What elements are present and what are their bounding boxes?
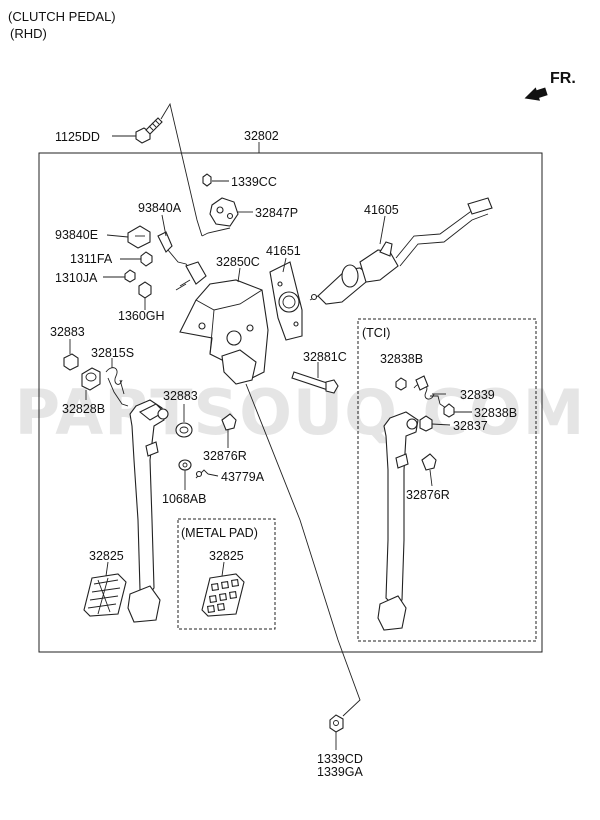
label-1339GA: 1339GA	[317, 765, 364, 779]
label-32838B-upper: 32838B	[380, 352, 423, 366]
label-32876R-center: 32876R	[203, 449, 247, 463]
label-1360GH: 1360GH	[118, 309, 165, 323]
switch-93840E	[127, 225, 151, 249]
leader-32825-metal	[221, 561, 225, 577]
label-32883-left: 32883	[50, 325, 85, 339]
metal-pad-box	[177, 518, 276, 630]
label-32881C: 32881C	[303, 350, 347, 364]
label-32876R-tci: 32876R	[406, 488, 450, 502]
label-32815S: 32815S	[91, 346, 134, 360]
leader-32837	[431, 423, 451, 426]
leader-32876R-tci	[429, 469, 433, 487]
tci-box	[357, 318, 537, 642]
label-1125DD: 1125DD	[55, 130, 100, 144]
leader-bracket	[201, 227, 231, 237]
metal-pad-box-label: (METAL PAD)	[181, 526, 258, 540]
label-1310JA: 1310JA	[55, 271, 98, 285]
stopper-32876R-tci	[421, 453, 437, 471]
leader-1339CD-chain	[245, 383, 361, 717]
label-1339CD: 1339CD	[317, 752, 363, 766]
label-41605: 41605	[364, 203, 399, 217]
tci-clutch-pedal-arm	[377, 411, 419, 631]
label-32825-metal: 32825	[209, 549, 244, 563]
label-32802: 32802	[244, 129, 279, 143]
nut-1360GH	[138, 281, 152, 299]
nut-32838B-upper	[395, 377, 407, 391]
watermark: PARTSOUQ.COM	[15, 376, 586, 449]
bushing-32883-left	[63, 353, 79, 371]
washer-1068AB	[178, 459, 192, 471]
bolt-1125DD	[135, 117, 163, 144]
diagram-title: (CLUTCH PEDAL)	[8, 9, 116, 24]
bushing-32883-center	[175, 422, 193, 438]
nut-1339CD	[329, 714, 344, 733]
leader-43779A	[207, 473, 219, 477]
gasket-41651	[269, 261, 303, 341]
nut-32838B-lower	[443, 403, 455, 418]
nut-1310JA	[124, 269, 136, 283]
tci-box-label: (TCI)	[362, 326, 390, 340]
return-spring-32815S	[105, 367, 129, 407]
label-32838B-lower: 32838B	[474, 406, 517, 420]
leader-1125DD-chain	[160, 102, 203, 237]
leader-41605	[379, 215, 386, 245]
nut-1311FA	[140, 251, 153, 267]
label-93840A: 93840A	[138, 201, 182, 215]
label-1068AB: 1068AB	[162, 492, 206, 506]
nut-1339CC	[202, 173, 212, 187]
leader-32850C	[237, 267, 241, 283]
bushing-32828B	[81, 367, 101, 391]
leader-41651	[282, 257, 287, 273]
label-1311FA: 1311FA	[70, 252, 113, 266]
front-direction-arrow-icon	[524, 87, 548, 101]
master-cylinder-41605	[309, 197, 493, 305]
label-41651: 41651	[266, 244, 301, 258]
leader-93840E	[106, 234, 129, 238]
bolt-32881C	[291, 371, 339, 394]
label-1339CC: 1339CC	[231, 175, 277, 189]
label-43779A: 43779A	[221, 470, 265, 484]
leader-32825	[105, 561, 109, 577]
stopper-32876R-center	[221, 413, 237, 431]
label-32847P: 32847P	[255, 206, 298, 220]
switch-32839	[413, 375, 447, 409]
pedal-bracket-32850C	[179, 279, 269, 385]
clutch-pedal-arm	[127, 399, 169, 623]
diagram-subtitle: (RHD)	[10, 26, 47, 41]
label-32828B: 32828B	[62, 402, 105, 416]
label-32837: 32837	[453, 419, 488, 433]
assembly-frame	[38, 152, 543, 653]
label-93840E: 93840E	[55, 228, 98, 242]
label-32839: 32839	[460, 388, 495, 402]
switch-93840A	[157, 231, 207, 291]
leader-93840A	[161, 214, 167, 237]
front-direction-label: FR.	[550, 70, 576, 87]
switch-bracket-32847P	[209, 197, 239, 227]
pedal-pad-32825	[83, 573, 127, 617]
clip-43779A	[195, 469, 209, 479]
bolt-32837	[419, 415, 433, 432]
pedal-pad-metal-32825	[201, 573, 245, 617]
label-32850C: 32850C	[216, 255, 260, 269]
label-32883-center: 32883	[163, 389, 198, 403]
label-32825: 32825	[89, 549, 124, 563]
